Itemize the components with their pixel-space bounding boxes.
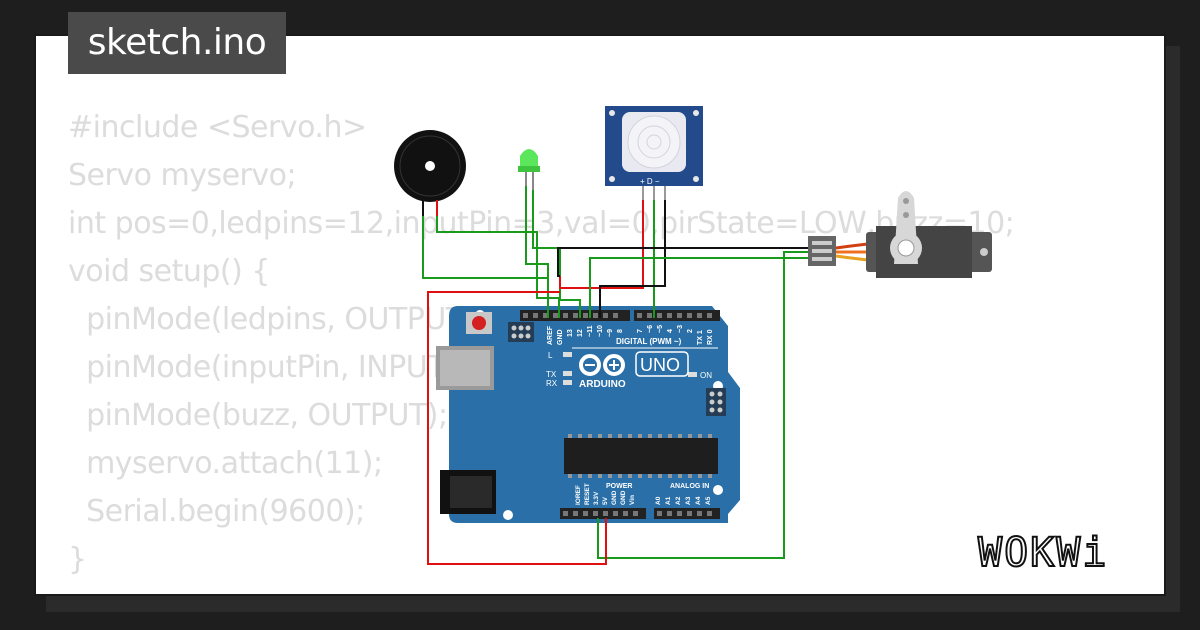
- led-rx: [563, 380, 572, 385]
- pin-label: ~10: [597, 325, 604, 337]
- pin-label: 4: [667, 329, 674, 333]
- wire-servo-gnd: [557, 247, 808, 277]
- on-label: ON: [700, 371, 712, 380]
- wires: [422, 186, 808, 565]
- led-l-label: L: [548, 351, 553, 360]
- led-rx-label: RX: [546, 379, 558, 388]
- pin-label: 8: [617, 329, 624, 333]
- code-line: int pos=0,ledpins=12,inputPin=3,val=0,pi…: [68, 206, 1015, 241]
- digital-label: DIGITAL (PWM ~): [616, 337, 682, 346]
- wokwi-logo-text: WOKWi: [978, 530, 1108, 574]
- power-pin-label: IOREF: [575, 485, 582, 505]
- pin-label: AREF: [547, 325, 554, 345]
- wokwi-logo: WOKWi: [977, 529, 1108, 574]
- power-label: POWER: [606, 483, 632, 490]
- wire-5v: [427, 291, 607, 565]
- pin-label: 2: [687, 329, 694, 333]
- analog-label: ANALOG IN: [670, 483, 709, 490]
- code-line: }: [68, 542, 87, 577]
- code-line: Serial.begin(9600);: [68, 494, 365, 529]
- code-line: void setup() {: [68, 254, 270, 289]
- pin-label: 12: [577, 329, 584, 337]
- arduino-brand: ARDUINO: [579, 379, 626, 390]
- power-pin-label: Vin: [629, 495, 636, 505]
- led-tx: [563, 371, 572, 376]
- code-line: Servo myservo;: [68, 158, 297, 193]
- arduino-logo: [579, 354, 625, 376]
- pin-label: ~11: [587, 325, 594, 337]
- analog-pin-label: A2: [675, 496, 682, 505]
- pir-pin-labels: + D −: [640, 177, 660, 186]
- pin-label: 13: [567, 329, 574, 337]
- code-line: pinMode(buzz, OUTPUT);: [68, 398, 448, 433]
- piezo-buzzer: [394, 130, 466, 218]
- analog-pin-label: A4: [695, 496, 702, 505]
- pin-label: GND: [557, 329, 564, 345]
- power-pin-label: GND: [611, 490, 618, 505]
- wire-pir-vcc: [559, 200, 644, 289]
- wire-buzzer-gnd: [422, 216, 549, 318]
- power-pin-label: 5V: [602, 496, 609, 505]
- power-pin-label: RESET: [584, 483, 591, 505]
- analog-pin-label: A5: [705, 496, 712, 505]
- code-line: myservo.attach(11);: [68, 446, 383, 481]
- atmega-chip: [564, 438, 718, 474]
- pin-label: ~5: [657, 325, 664, 333]
- power-pin-label: 3.3V: [593, 491, 600, 505]
- arduino-model: UNO: [640, 355, 680, 375]
- pin-label: ~9: [607, 329, 614, 337]
- file-title: sketch.ino: [68, 12, 286, 74]
- pin-label: 7: [637, 329, 644, 333]
- analog-pin-label: A0: [655, 496, 662, 505]
- pin-label: RX 0: [707, 329, 714, 345]
- arduino-uno-board: AREF GND 13 12 ~11 ~10 ~9 8 7 ~6 ~5 4 ~3…: [436, 306, 740, 523]
- analog-pin-label: A3: [685, 496, 692, 505]
- pin-label: TX 1: [697, 330, 704, 345]
- wire-led-gnd: [525, 186, 549, 278]
- pir-motion-sensor: + D −: [605, 106, 703, 200]
- wire-servo-signal: [589, 257, 808, 318]
- pin-label: ~3: [677, 325, 684, 333]
- wire-buzzer: [436, 216, 560, 318]
- code-line: void loop() {: [68, 584, 1014, 594]
- led-tx-label: TX: [546, 370, 557, 379]
- wire-pir-gnd: [599, 200, 666, 318]
- pin-label: ~6: [647, 325, 654, 333]
- wire-led-signal: [532, 190, 581, 318]
- led-l: [563, 352, 572, 357]
- servo-motor: [808, 191, 992, 278]
- green-led: [518, 149, 540, 190]
- power-pin-label: GND: [620, 490, 627, 505]
- led-on: [688, 372, 697, 377]
- wire-servo-power: [597, 251, 808, 559]
- analog-pin-label: A1: [665, 496, 672, 505]
- code-line: #include <Servo.h>: [68, 110, 367, 145]
